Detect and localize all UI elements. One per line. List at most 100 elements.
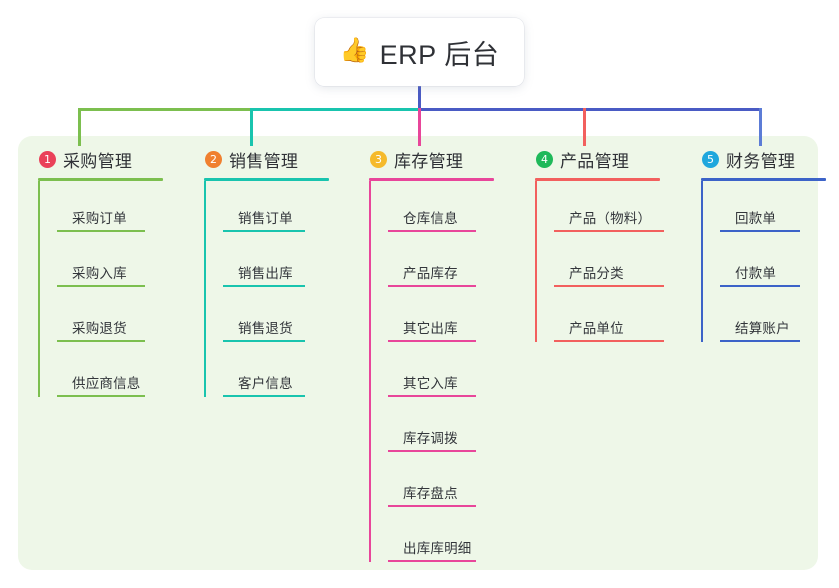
menu-item[interactable]: 产品单位: [536, 291, 667, 346]
menu-item[interactable]: 仓库信息: [370, 181, 501, 236]
menu-item-label: 采购订单: [72, 211, 127, 226]
menu-item[interactable]: 产品（物料）: [536, 181, 667, 236]
category-number-badge: 1: [39, 150, 56, 168]
category-underline: [204, 178, 329, 181]
category-spine: [38, 181, 40, 397]
category-number-badge: 3: [370, 150, 387, 168]
thumbs-up-icon: 👍: [339, 37, 370, 64]
menu-item-underline: [554, 230, 664, 232]
category-number-badge: 4: [536, 150, 553, 168]
menu-item-label: 库存调拨: [403, 431, 458, 446]
root-node-content: 👍 ERP 后台: [340, 33, 499, 72]
menu-item[interactable]: 库存盘点: [370, 456, 501, 511]
category-underline: [38, 178, 163, 181]
category-header-3[interactable]: 3 库存管理: [351, 146, 501, 172]
menu-item-label: 库存盘点: [403, 486, 458, 501]
menu-item-underline: [388, 560, 476, 562]
menu-item-label: 采购入库: [72, 266, 127, 281]
category-column-5: 5 财务管理回款单付款单结算账户: [683, 146, 833, 346]
menu-item-label: 产品（物料）: [569, 211, 652, 226]
menu-item[interactable]: 销售退货: [205, 291, 336, 346]
category-spine: [369, 181, 371, 562]
menu-item-underline: [554, 340, 664, 342]
category-title: 产品管理: [560, 151, 630, 171]
category-items: 采购订单采购入库采购退货供应商信息: [20, 181, 170, 401]
category-title: 库存管理: [394, 151, 464, 171]
diagram-background-panel: [18, 136, 818, 570]
category-number-badge: 2: [205, 150, 222, 168]
menu-item-label: 销售出库: [238, 266, 293, 281]
menu-item[interactable]: 客户信息: [205, 346, 336, 401]
category-column-1: 1 采购管理采购订单采购入库采购退货供应商信息: [20, 146, 170, 401]
category-spine: [535, 181, 537, 342]
category-spine: [204, 181, 206, 397]
menu-item-label: 付款单: [735, 266, 777, 281]
menu-item[interactable]: 产品分类: [536, 236, 667, 291]
menu-item-label: 仓库信息: [403, 211, 458, 226]
menu-item[interactable]: 其它入库: [370, 346, 501, 401]
category-title: 销售管理: [229, 151, 299, 171]
category-items: 仓库信息产品库存其它出库其它入库库存调拨库存盘点出库库明细: [351, 181, 501, 566]
menu-item-underline: [223, 340, 305, 342]
menu-item[interactable]: 采购退货: [39, 291, 170, 346]
menu-item-label: 采购退货: [72, 321, 127, 336]
menu-item-label: 产品单位: [569, 321, 624, 336]
menu-item-underline: [388, 505, 476, 507]
category-header-4[interactable]: 4 产品管理: [517, 146, 667, 172]
category-items: 回款单付款单结算账户: [683, 181, 833, 346]
menu-item[interactable]: 库存调拨: [370, 401, 501, 456]
category-items: 产品（物料） 产品分类产品单位: [517, 181, 667, 346]
menu-item[interactable]: 销售订单: [205, 181, 336, 236]
menu-item-underline: [388, 285, 476, 287]
menu-item[interactable]: 回款单: [702, 181, 833, 236]
category-underline: [701, 178, 826, 181]
menu-item[interactable]: 供应商信息: [39, 346, 170, 401]
menu-item-underline: [388, 230, 476, 232]
menu-item[interactable]: 其它出库: [370, 291, 501, 346]
menu-item-label: 出库库明细: [403, 541, 472, 556]
category-title: 财务管理: [726, 151, 796, 171]
menu-item[interactable]: 付款单: [702, 236, 833, 291]
menu-item-underline: [720, 230, 800, 232]
menu-item-underline: [388, 395, 476, 397]
category-column-3: 3 库存管理仓库信息产品库存其它出库其它入库库存调拨库存盘点出库库明细: [351, 146, 501, 566]
menu-item-underline: [554, 285, 664, 287]
menu-item-underline: [223, 230, 305, 232]
menu-item-label: 回款单: [735, 211, 777, 226]
menu-item-label: 其它入库: [403, 376, 458, 391]
menu-item-underline: [57, 395, 145, 397]
category-items: 销售订单销售出库销售退货客户信息: [186, 181, 336, 401]
menu-item-label: 销售订单: [238, 211, 293, 226]
menu-item-label: 其它出库: [403, 321, 458, 336]
root-node-title: ERP 后台: [379, 39, 500, 70]
menu-item-underline: [223, 285, 305, 287]
menu-item-label: 结算账户: [735, 321, 790, 336]
category-column-4: 4 产品管理产品（物料） 产品分类产品单位: [517, 146, 667, 346]
category-underline: [535, 178, 660, 181]
menu-item-underline: [57, 230, 145, 232]
menu-item-underline: [388, 450, 476, 452]
menu-item[interactable]: 采购入库: [39, 236, 170, 291]
menu-item[interactable]: 销售出库: [205, 236, 336, 291]
menu-item-underline: [57, 340, 145, 342]
menu-item-underline: [57, 285, 145, 287]
menu-item-underline: [223, 395, 305, 397]
category-number-badge: 5: [702, 150, 719, 168]
menu-item[interactable]: 采购订单: [39, 181, 170, 236]
category-title: 采购管理: [63, 151, 133, 171]
root-node[interactable]: 👍 ERP 后台: [315, 18, 524, 86]
category-spine: [701, 181, 703, 342]
menu-item[interactable]: 出库库明细: [370, 511, 501, 566]
category-header-1[interactable]: 1 采购管理: [20, 146, 170, 172]
menu-item-underline: [720, 285, 800, 287]
category-header-5[interactable]: 5 财务管理: [683, 146, 833, 172]
category-header-2[interactable]: 2 销售管理: [186, 146, 336, 172]
menu-item-label: 产品库存: [403, 266, 458, 281]
menu-item-underline: [720, 340, 800, 342]
category-underline: [369, 178, 494, 181]
menu-item[interactable]: 结算账户: [702, 291, 833, 346]
category-column-2: 2 销售管理销售订单销售出库销售退货客户信息: [186, 146, 336, 401]
menu-item[interactable]: 产品库存: [370, 236, 501, 291]
menu-item-label: 销售退货: [238, 321, 293, 336]
